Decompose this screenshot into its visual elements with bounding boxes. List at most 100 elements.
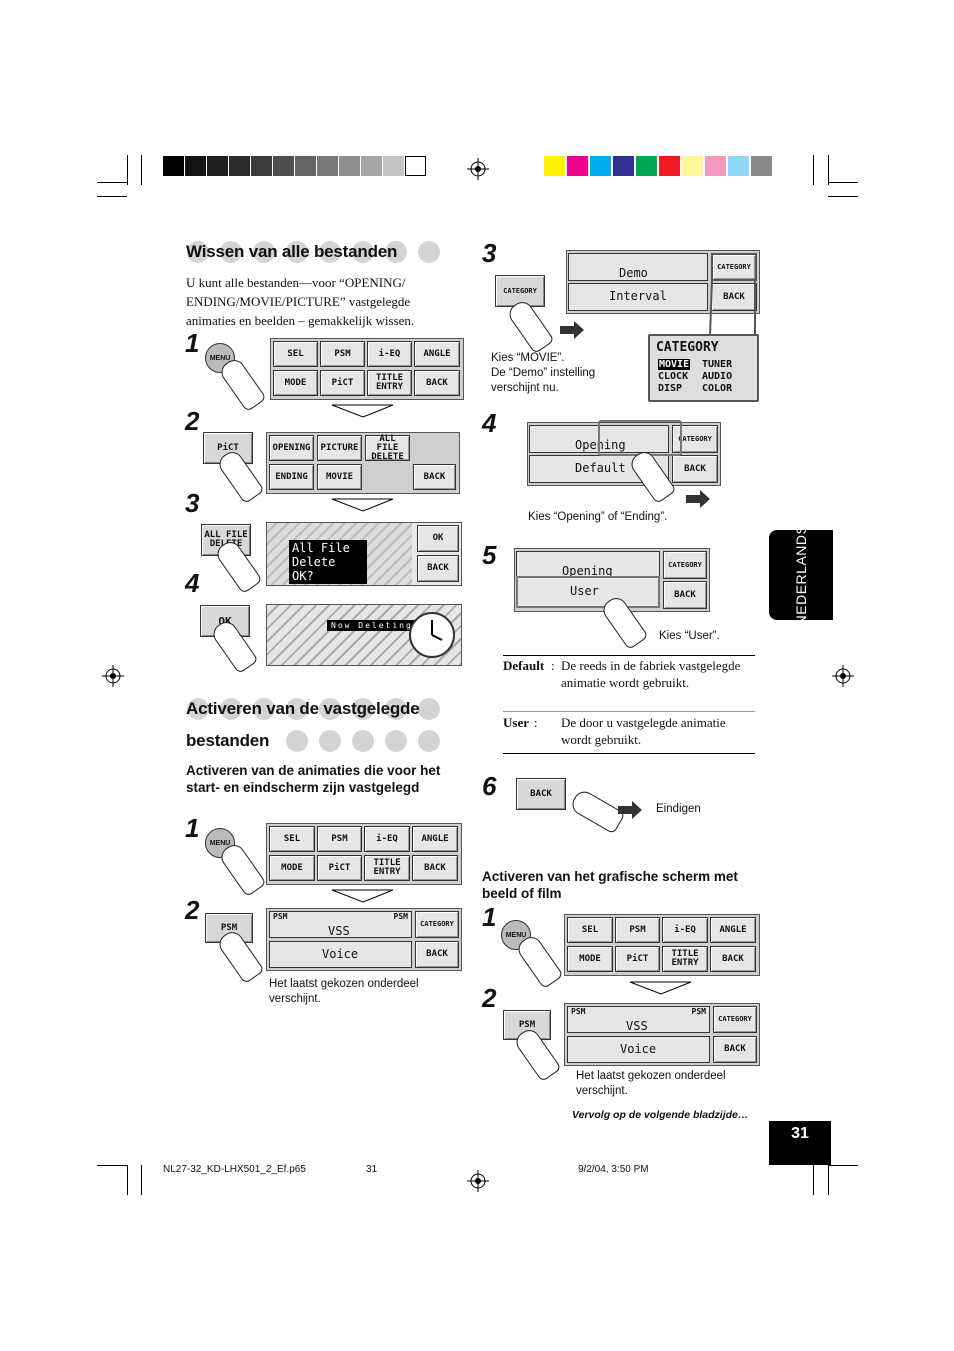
sel-key[interactable]: SEL (273, 341, 318, 367)
gray-swatch (273, 156, 294, 176)
voice-label: Voice (322, 947, 359, 961)
opening-screen: Opening CATEGORY Default BACK (527, 422, 721, 486)
menu-button[interactable]: MENU (205, 343, 235, 373)
category-option-clock[interactable]: CLOCK (658, 371, 689, 382)
back-key[interactable]: BACK (414, 370, 460, 396)
title-entry-key[interactable]: TITLE ENTRY (367, 370, 412, 396)
category-key[interactable]: CATEGORY (713, 1006, 757, 1033)
all-file-delete-key[interactable]: ALL FILE DELETE (365, 434, 410, 461)
sel-key[interactable]: SEL (567, 917, 613, 943)
title-entry-key[interactable]: TITLE ENTRY (662, 946, 708, 972)
gray-swatch (383, 156, 404, 176)
back-key[interactable]: BACK (413, 464, 456, 490)
category-option-disp[interactable]: DISP (658, 383, 683, 394)
step-number: 2 (185, 406, 200, 436)
step-number: 4 (482, 408, 497, 438)
angle-key[interactable]: ANGLE (414, 341, 460, 367)
back-key[interactable]: BACK (713, 1036, 757, 1063)
down-arrow-icon (331, 889, 394, 903)
decoration-circle (187, 698, 209, 720)
category-screen: Demo CATEGORY Interval BACK (566, 250, 760, 314)
category-key[interactable]: CATEGORY (663, 551, 707, 579)
table-rule (503, 753, 755, 754)
crop-mark (97, 182, 127, 183)
crop-mark (127, 1165, 128, 1195)
mode-key[interactable]: MODE (567, 946, 613, 972)
category-option-color[interactable]: COLOR (702, 383, 733, 394)
angle-key[interactable]: ANGLE (710, 917, 756, 943)
pict-key[interactable]: PiCT (317, 855, 362, 881)
back-key[interactable]: BACK (415, 941, 459, 968)
category-option-movie[interactable]: MOVIE (658, 359, 691, 370)
finger-icon (215, 927, 265, 985)
movie-key[interactable]: MOVIE (317, 464, 362, 490)
mode-key[interactable]: MODE (273, 370, 318, 396)
demo-field[interactable]: Demo (568, 253, 708, 281)
crop-mark (828, 196, 858, 197)
category-option-tuner[interactable]: TUNER (702, 359, 733, 370)
back-button[interactable]: BACK (516, 778, 566, 810)
opening-key[interactable]: OPENING (269, 435, 314, 461)
ieq-key[interactable]: i-EQ (367, 341, 412, 367)
color-swatch (659, 156, 680, 176)
sel-key[interactable]: SEL (269, 826, 315, 852)
psm-key[interactable]: PSM (615, 917, 660, 943)
ieq-key[interactable]: i-EQ (662, 917, 708, 943)
opening-field[interactable]: Opening (516, 551, 660, 579)
pict-key[interactable]: PiCT (615, 946, 660, 972)
back-key[interactable]: BACK (663, 581, 707, 609)
vss-label: VSS (626, 1019, 648, 1033)
gray-swatch (207, 156, 228, 176)
decoration-circle (385, 241, 407, 263)
gray-swatch (405, 156, 426, 176)
category-option-audio[interactable]: AUDIO (702, 371, 733, 382)
step-number: 3 (185, 488, 200, 518)
back-key[interactable]: BACK (417, 555, 459, 582)
menu-screen: SEL PSM i-EQ ANGLE MODE PiCT TITLE ENTRY… (270, 338, 464, 400)
interval-field[interactable]: Interval (568, 283, 708, 311)
picture-key[interactable]: PICTURE (317, 435, 362, 461)
decoration-circle (418, 730, 440, 752)
crop-mark (828, 1165, 829, 1195)
down-arrow-icon (331, 404, 394, 418)
ok-key[interactable]: OK (417, 525, 459, 552)
decoration-circle (220, 698, 242, 720)
decoration-circle (319, 241, 341, 263)
voice-field[interactable]: Voice (567, 1036, 710, 1063)
vss-field[interactable]: PSM PSM VSS (269, 911, 412, 938)
category-key[interactable]: CATEGORY (711, 253, 757, 281)
user-screen: Opening CATEGORY User BACK (514, 548, 710, 612)
color-swatch (590, 156, 611, 176)
crop-mark (141, 1165, 142, 1195)
gray-swatch (317, 156, 338, 176)
mode-key[interactable]: MODE (269, 855, 315, 881)
crop-mark (813, 1165, 814, 1195)
vss-label: VSS (328, 924, 350, 938)
back-key[interactable]: BACK (412, 855, 458, 881)
caption: Het laatst gekozen onderdeel verschijnt. (269, 978, 419, 1005)
decoration-circle (385, 730, 407, 752)
psm-key[interactable]: PSM (320, 341, 365, 367)
decoration-circle (352, 730, 374, 752)
vss-field[interactable]: PSM PSM VSS (567, 1006, 710, 1033)
caption: Kies “Opening” of “Ending”. (528, 511, 668, 523)
back-key[interactable]: BACK (672, 455, 718, 483)
back-key[interactable]: BACK (710, 946, 756, 972)
step-number: 6 (482, 771, 497, 801)
category-key[interactable]: CATEGORY (415, 911, 459, 938)
side-tab-label: NEDERLANDS (793, 524, 809, 626)
category-key[interactable]: CATEGORY (672, 425, 718, 453)
finger-icon (505, 297, 555, 355)
title-entry-key[interactable]: TITLE ENTRY (364, 855, 410, 881)
psm-key[interactable]: PSM (317, 826, 362, 852)
ieq-key[interactable]: i-EQ (364, 826, 410, 852)
voice-field[interactable]: Voice (269, 941, 412, 968)
confirm-screen: All File Delete OK? OK BACK (266, 522, 462, 586)
step-number: 3 (482, 238, 497, 268)
angle-key[interactable]: ANGLE (412, 826, 458, 852)
pict-key[interactable]: PiCT (320, 370, 365, 396)
color-swatch (682, 156, 703, 176)
color-swatch (544, 156, 565, 176)
user-field[interactable]: User (516, 576, 660, 608)
ending-key[interactable]: ENDING (269, 464, 314, 490)
